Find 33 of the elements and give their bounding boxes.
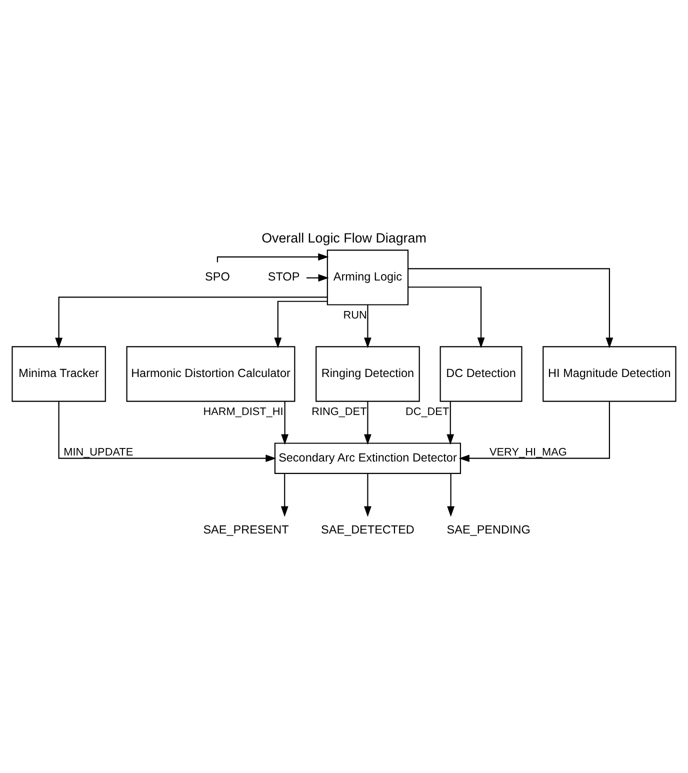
arrow	[364, 304, 372, 348]
arrow	[447, 473, 455, 516]
diagram-title: Overall Logic Flow Diagram	[262, 230, 426, 245]
node-text: SAE_PRESENT	[203, 523, 289, 536]
arrow	[446, 400, 454, 444]
arrow	[364, 400, 372, 444]
arrow	[364, 473, 372, 516]
arrow	[408, 286, 485, 348]
node-box: Secondary Arc Extinction Detector	[274, 442, 461, 474]
arrow	[58, 400, 276, 462]
edge-label: HARM_DIST_HI	[203, 406, 284, 418]
arrow	[306, 274, 329, 282]
node-text: SAE_DETECTED	[321, 523, 414, 536]
node-box: Minima Tracker	[12, 346, 106, 402]
node-box: HI Magnitude Detection	[542, 346, 676, 402]
arrow	[281, 400, 289, 444]
arrow	[280, 473, 288, 516]
arrow	[55, 296, 328, 348]
node-text: SPO	[205, 270, 230, 284]
arrow	[408, 268, 614, 348]
node-box: Harmonic Distortion Calculator	[126, 346, 296, 402]
edge-label: RUN	[343, 308, 367, 321]
edge-label: RING_DET	[312, 406, 367, 418]
edge-label: VERY_HI_MAG	[490, 446, 567, 458]
node-box: Arming Logic	[326, 249, 409, 305]
arrow	[458, 400, 610, 462]
node-box: Ringing Detection	[316, 346, 420, 402]
node-box: DC Detection	[440, 346, 522, 402]
edge-label: DC_DET	[405, 406, 450, 418]
edge-label: MIN_UPDATE	[64, 446, 134, 458]
node-text: SAE_PENDING	[446, 523, 530, 536]
arrow	[274, 300, 328, 348]
node-text: STOP	[268, 270, 300, 284]
